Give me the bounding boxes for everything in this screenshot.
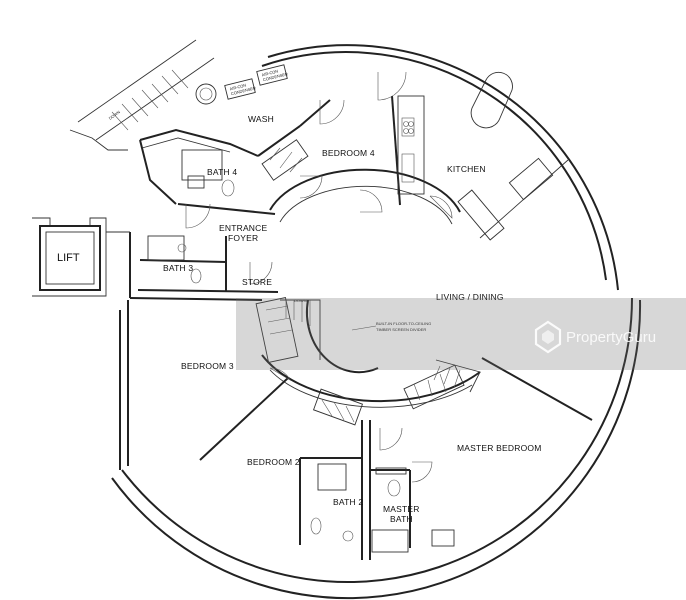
room-bath-3: BATH 3 <box>163 263 193 273</box>
kitchen-counter <box>397 71 554 241</box>
room-master-bath-line2: BATH <box>390 514 413 524</box>
bathroom-fixtures <box>147 149 455 553</box>
aircon-1-line1: AIR-CON <box>229 82 247 91</box>
stair-down-label: DOWN <box>294 298 307 303</box>
room-store: STORE <box>242 277 272 287</box>
room-kitchen: KITCHEN <box>447 164 486 174</box>
room-bedroom-3: BEDROOM 3 <box>181 361 234 371</box>
aircon-condensers: AIR-CON CONDENSER AIR-CON CONDENSER <box>224 64 288 100</box>
exterior-stair-down-label: DOWN <box>108 109 121 120</box>
room-living-dining: LIVING / DINING <box>436 292 504 302</box>
room-master-bedroom: MASTER BEDROOM <box>457 443 542 453</box>
door-swings <box>185 71 453 483</box>
exterior-stair: DOWN <box>77 39 217 141</box>
room-labels: WASH BEDROOM 4 KITCHEN BATH 4 ENTRANCE F… <box>163 114 542 524</box>
aircon-2-line2: CONDENSER <box>262 71 288 82</box>
lift-label: LIFT <box>57 252 80 264</box>
room-bath-4: BATH 4 <box>207 167 237 177</box>
staircase: DOWN <box>280 298 481 393</box>
room-entrance-foyer-line2: FOYER <box>228 233 258 243</box>
lift: LIFT <box>32 217 130 297</box>
aircon-2-line1: AIR-CON <box>261 68 279 77</box>
room-bath-2: BATH 2 <box>333 497 363 507</box>
watermark: PropertyGuru <box>236 298 686 370</box>
room-bedroom-4: BEDROOM 4 <box>322 148 375 158</box>
watermark-text: PropertyGuru <box>566 329 656 346</box>
aircon-1-line2: CONDENSER <box>230 85 256 96</box>
screen-divider-note: BUILT-IN FLOOR-TO-CEILING TIMBER SCREEN … <box>351 321 431 332</box>
room-wash: WASH <box>248 114 274 124</box>
screen-divider-line1: BUILT-IN FLOOR-TO-CEILING <box>376 321 431 326</box>
room-master-bath-line1: MASTER <box>383 504 420 514</box>
outer-wall <box>111 44 642 600</box>
partition-walls <box>129 95 593 560</box>
wash-walls <box>69 128 259 205</box>
room-bedroom-2: BEDROOM 2 <box>247 457 300 467</box>
wardrobes <box>255 139 465 426</box>
propertyguru-logo-icon <box>534 320 562 354</box>
screen-divider-line2: TIMBER SCREEN DIVIDER <box>376 327 426 332</box>
room-entrance-foyer-line1: ENTRANCE <box>219 223 267 233</box>
inner-core-wall <box>261 168 481 408</box>
